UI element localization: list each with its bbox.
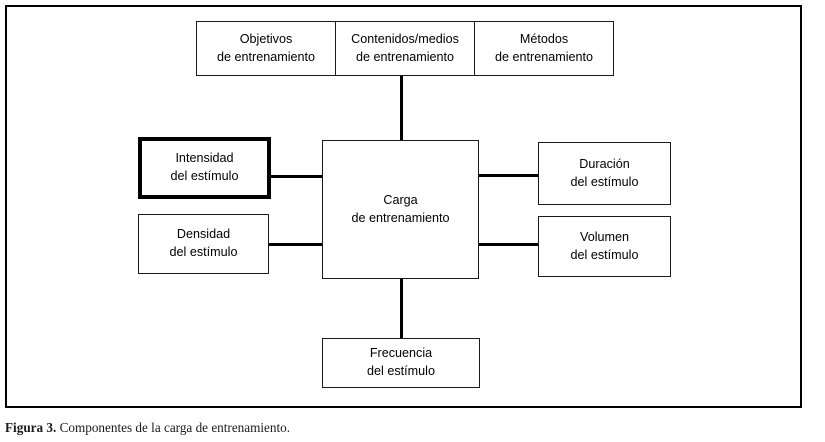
node-metodos-line2: de entrenamiento [494,49,594,64]
node-duracion[interactable]: Duración del estímulo [538,142,671,205]
node-contenidos-medios[interactable]: Contenidos/medios de entrenamiento [336,22,475,75]
node-carga-line1: Carga [383,192,418,207]
connector-center-to-frecuencia [400,277,404,339]
node-intensidad-line1: Intensidad [175,151,234,166]
figure-frame: Objetivos de entrenamiento Contenidos/me… [5,5,802,408]
figure-caption-label: Figura 3. [5,420,57,435]
node-frecuencia-line2: del estímulo [367,364,435,378]
top-row-group: Objetivos de entrenamiento Contenidos/me… [196,21,614,76]
node-contenidos-medios-line1: Contenidos/medios [351,31,459,46]
figure-caption-text: Componentes de la carga de entrenamiento… [56,420,291,435]
node-objetivos-line1: Objetivos [239,31,293,46]
node-intensidad[interactable]: Intensidad del estímulo [138,137,271,199]
node-frecuencia-line1: Frecuencia [369,346,433,361]
node-frecuencia[interactable]: Frecuencia del estímulo [322,338,480,388]
node-duracion-line2: del estímulo [570,174,639,189]
node-metodos[interactable]: Métodos de entrenamiento [475,22,613,75]
connector-center-to-volumen [477,243,539,247]
connector-top-to-center [400,76,404,141]
connector-intensidad-to-center [269,175,329,179]
node-contenidos-medios-line2: de entrenamiento [355,49,455,64]
node-metodos-line1: Métodos [519,31,569,46]
node-densidad-line1: Densidad [176,227,231,242]
node-intensidad-line2: del estímulo [170,169,239,183]
connector-center-to-duracion [477,174,539,178]
figure-caption: Figura 3. Componentes de la carga de ent… [5,420,290,436]
node-volumen[interactable]: Volumen del estímulo [538,216,671,277]
connector-densidad-to-center [267,243,329,247]
node-densidad-line2: del estímulo [169,245,238,259]
node-carga-entrenamiento[interactable]: Carga de entrenamiento [322,140,479,279]
node-volumen-line2: del estímulo [570,247,639,262]
node-duracion-line1: Duración [579,156,630,171]
node-objetivos[interactable]: Objetivos de entrenamiento [197,22,336,75]
node-densidad[interactable]: Densidad del estímulo [138,214,269,274]
node-carga-line2: de entrenamiento [351,210,450,225]
node-volumen-line1: Volumen [579,229,629,244]
node-objetivos-line2: de entrenamiento [216,49,316,64]
